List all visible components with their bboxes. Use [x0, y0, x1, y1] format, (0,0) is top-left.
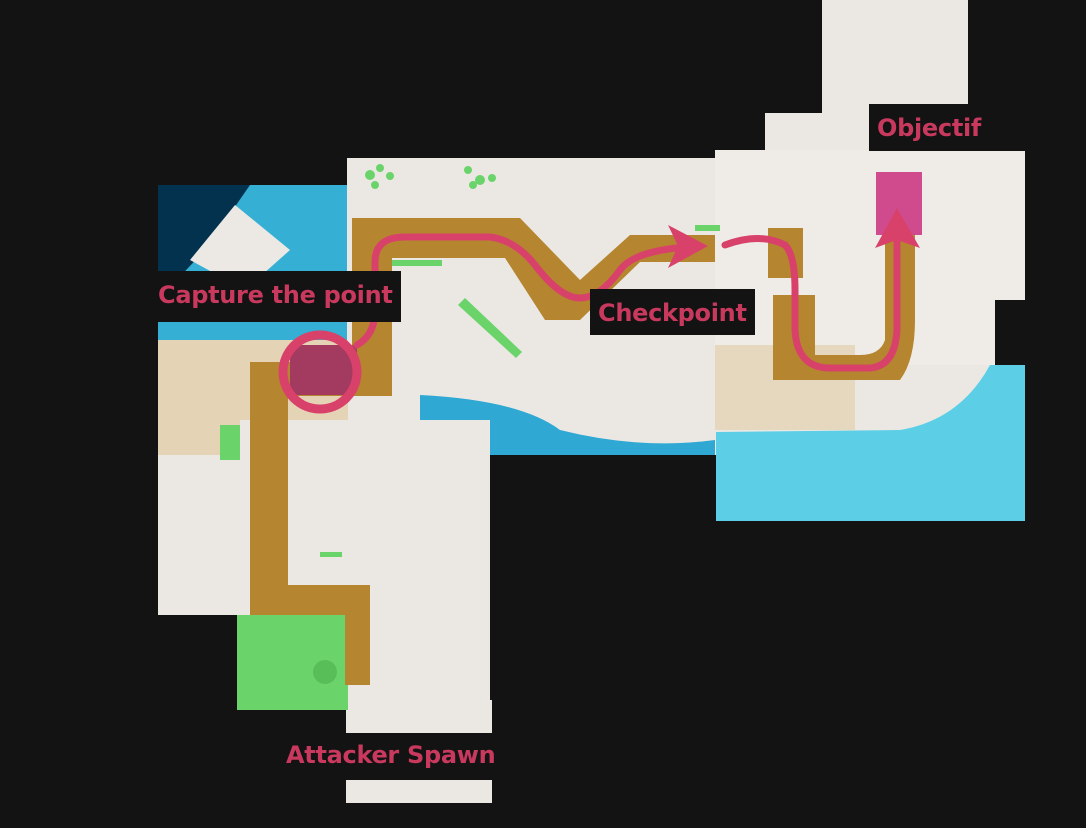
arrow-head-icon	[668, 225, 708, 268]
attacker-spawn-label: Attacker Spawn	[286, 741, 496, 769]
arrow-head-icon	[875, 208, 920, 248]
capture-zone	[290, 345, 357, 395]
checkpoint-label: Checkpoint	[590, 289, 755, 335]
capture-circle	[278, 330, 362, 414]
tower-area	[822, 0, 968, 115]
capture-point-label: Capture the point	[150, 271, 401, 322]
route-paths	[250, 218, 915, 685]
rock-island	[190, 205, 290, 290]
objective-area	[715, 150, 1025, 365]
objective-label: Objectif	[869, 104, 1025, 151]
